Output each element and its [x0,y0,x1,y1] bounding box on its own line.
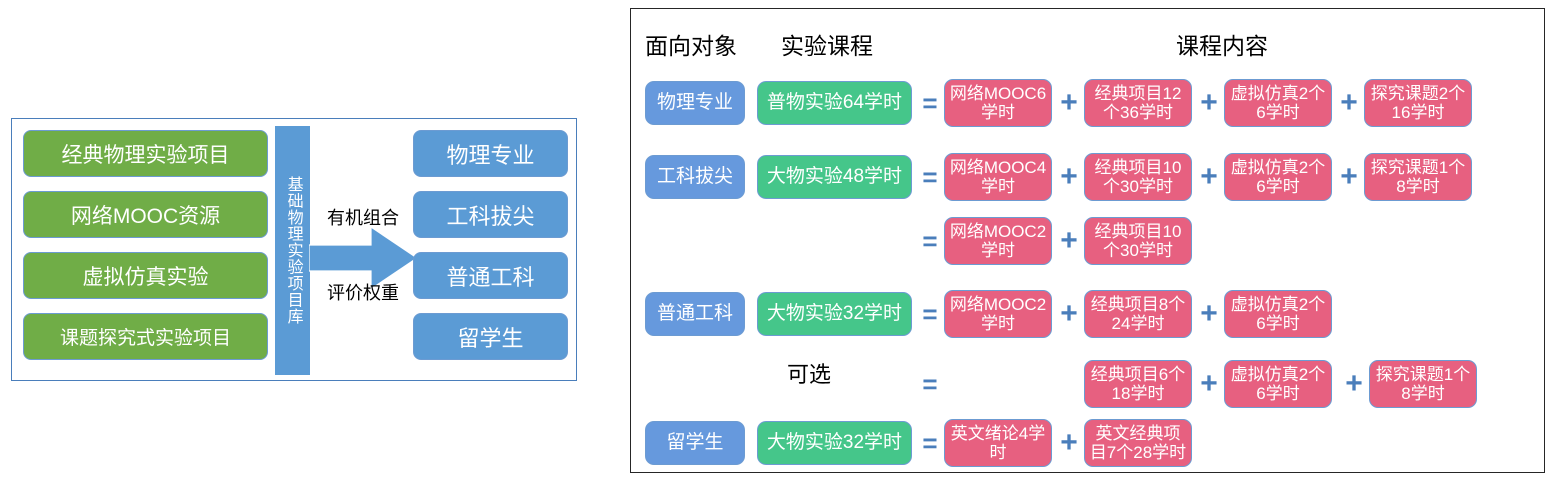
audience-chip-label: 物理专业 [656,92,733,114]
content-chip[interactable]: 探究课题1个8学时 [1364,153,1472,201]
content-chip-label: 虚拟仿真2个6学时 [1230,294,1326,333]
content-chip[interactable]: 经典项目10个30学时 [1084,217,1192,265]
content-chip[interactable]: 网络MOOC6学时 [944,79,1052,127]
content-chip-label: 网络MOOC4学时 [949,157,1047,196]
source-box-label: 虚拟仿真实验 [82,265,209,289]
target-box-label: 工科拔尖 [446,203,535,229]
equals-operator-icon: = [922,299,938,329]
content-chip[interactable]: 网络MOOC2学时 [944,290,1052,338]
content-chip[interactable]: 探究课题1个8学时 [1369,360,1477,408]
target-box-engineering-elite[interactable]: 工科拔尖 [413,191,568,238]
column-header-content: 课程内容 [1176,33,1268,59]
course-chip-label: 普物实验64学时 [766,92,903,114]
content-chip[interactable]: 英文绪论4学时 [944,419,1052,467]
content-chip-label: 经典项目12个36学时 [1094,83,1182,122]
course-chip[interactable]: 普物实验64学时 [757,81,912,125]
source-box-label: 经典物理实验项目 [61,143,230,167]
source-box-label: 网络MOOC资源 [70,204,221,228]
plus-operator-icon: + [1200,297,1218,330]
audience-chip-label: 普通工科 [656,303,733,325]
content-chip-label: 网络MOOC2学时 [949,294,1047,333]
target-box-international-student[interactable]: 留学生 [413,313,568,360]
source-box-mooc[interactable]: 网络MOOC资源 [23,191,268,238]
target-box-physics-major[interactable]: 物理专业 [413,130,568,177]
course-chip-label: 大物实验32学时 [766,303,903,325]
equals-operator-icon: = [922,88,938,118]
equals-operator-icon: = [922,428,938,458]
plus-operator-icon: + [1340,86,1358,119]
audience-chip[interactable]: 工科拔尖 [645,155,745,199]
content-chip-label: 英文绪论4学时 [950,423,1046,462]
content-chip-label: 网络MOOC6学时 [949,83,1047,122]
audience-chip-label: 工科拔尖 [656,166,733,188]
audience-chip[interactable]: 留学生 [645,421,745,465]
plus-operator-icon: + [1060,160,1078,193]
content-chip[interactable]: 探究课题2个16学时 [1364,79,1472,127]
target-box-general-engineering[interactable]: 普通工科 [413,252,568,299]
course-chip[interactable]: 大物实验32学时 [757,421,912,465]
library-bar-label: 基础物理实验项目库 [284,176,302,325]
target-box-label: 普通工科 [446,264,535,290]
plus-operator-icon: + [1060,86,1078,119]
content-chip-label: 经典项目10个30学时 [1094,157,1182,196]
course-composition-panel: 面向对象 实验课程 课程内容 物理专业 普物实验64学时 = 网络MOOC6学时… [630,8,1545,473]
audience-chip-label: 留学生 [666,432,724,454]
plus-operator-icon: + [1200,367,1218,400]
content-chip-label: 探究课题1个8学时 [1375,364,1471,403]
content-chip[interactable]: 虚拟仿真2个6学时 [1224,79,1332,127]
source-box-label: 课题探究式实验项目 [59,328,231,349]
right-block-arrow-icon [309,227,417,289]
content-chip-label: 经典项目8个24学时 [1090,294,1186,333]
plus-operator-icon: + [1060,297,1078,330]
content-chip[interactable]: 网络MOOC4学时 [944,153,1052,201]
equals-operator-icon: = [922,162,938,192]
source-box-classic-physics[interactable]: 经典物理实验项目 [23,130,268,177]
content-chip[interactable]: 网络MOOC2学时 [944,217,1052,265]
content-chip-label: 英文经典项目7个28学时 [1089,423,1187,462]
content-chip-label: 经典项目10个30学时 [1094,221,1182,260]
content-chip-label: 虚拟仿真2个6学时 [1230,364,1326,403]
course-chip[interactable]: 大物实验48学时 [757,155,912,199]
optional-note-label: 可选 [787,362,832,387]
content-chip[interactable]: 经典项目6个18学时 [1084,360,1192,408]
content-chip-label: 虚拟仿真2个6学时 [1230,157,1326,196]
target-box-label: 物理专业 [446,142,535,168]
content-chip-label: 探究课题2个16学时 [1370,83,1466,122]
column-header-course: 实验课程 [781,33,873,59]
course-chip-label: 大物实验48学时 [766,166,903,188]
source-box-virtual-simulation[interactable]: 虚拟仿真实验 [23,252,268,299]
plus-operator-icon: + [1060,426,1078,459]
content-chip[interactable]: 经典项目8个24学时 [1084,290,1192,338]
audience-chip[interactable]: 物理专业 [645,81,745,125]
content-chip[interactable]: 经典项目10个30学时 [1084,153,1192,201]
column-header-audience: 面向对象 [645,33,737,59]
arrow-label-organic-combination: 有机组合 [327,208,399,228]
course-chip-label: 大物实验32学时 [766,432,903,454]
audience-chip[interactable]: 普通工科 [645,292,745,336]
target-box-label: 留学生 [457,325,524,351]
content-chip[interactable]: 经典项目12个36学时 [1084,79,1192,127]
plus-operator-icon: + [1060,224,1078,257]
equals-operator-icon: = [922,226,938,256]
content-chip-label: 虚拟仿真2个6学时 [1230,83,1326,122]
equals-operator-icon: = [922,369,938,399]
content-chip[interactable]: 英文经典项目7个28学时 [1084,419,1192,467]
content-chip-label: 网络MOOC2学时 [949,221,1047,260]
plus-operator-icon: + [1340,160,1358,193]
content-chip[interactable]: 虚拟仿真2个6学时 [1224,360,1332,408]
course-chip[interactable]: 大物实验32学时 [757,292,912,336]
content-chip[interactable]: 虚拟仿真2个6学时 [1224,153,1332,201]
plus-operator-icon: + [1200,160,1218,193]
source-box-inquiry-project[interactable]: 课题探究式实验项目 [23,313,268,360]
plus-operator-icon: + [1200,86,1218,119]
plus-operator-icon: + [1345,367,1363,400]
content-chip-label: 探究课题1个8学时 [1370,157,1466,196]
arrow-label-evaluation-weight: 评价权重 [327,283,399,303]
library-vertical-bar: 基础物理实验项目库 [275,126,310,375]
resource-combination-panel: 经典物理实验项目 网络MOOC资源 虚拟仿真实验 课题探究式实验项目 基础物理实… [11,118,577,381]
content-chip-label: 经典项目6个18学时 [1090,364,1186,403]
content-chip[interactable]: 虚拟仿真2个6学时 [1224,290,1332,338]
